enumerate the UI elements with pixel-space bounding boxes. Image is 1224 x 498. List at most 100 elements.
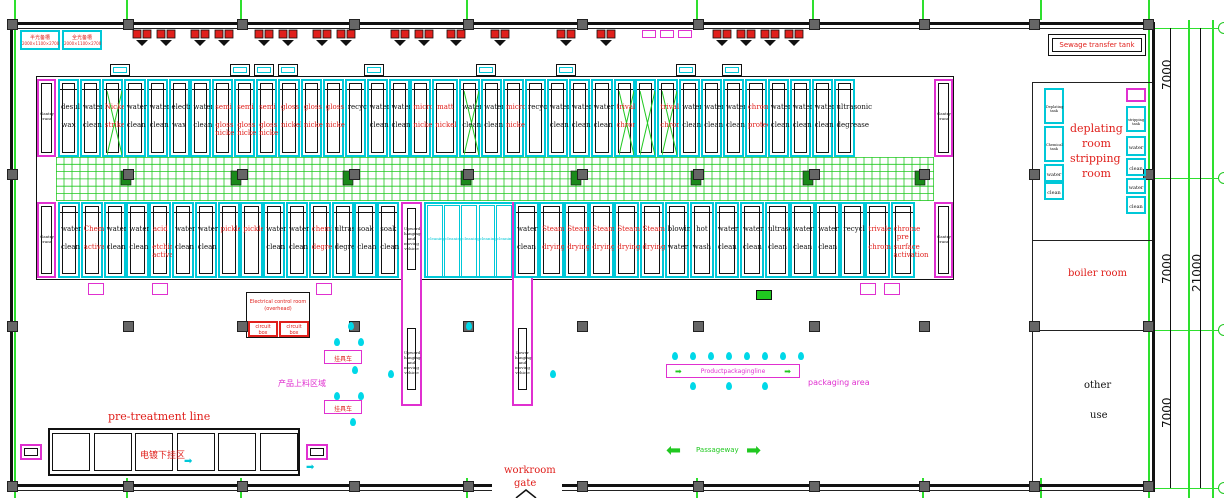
tank-size-plate — [125, 81, 144, 90]
tank-sublabel: clean — [357, 243, 377, 252]
tank-label: water — [792, 102, 814, 111]
structural-column — [1143, 19, 1154, 30]
grid-axis-marker — [1218, 22, 1224, 34]
inner-wall — [1032, 240, 1152, 241]
operator-marker — [762, 382, 768, 390]
pump-icon — [784, 29, 804, 46]
tank-inner — [260, 83, 274, 153]
tank-sublabel: activation — [83, 243, 119, 252]
inner-wall — [1032, 82, 1033, 490]
spare-tank-size: 2000×1100×2700 — [64, 41, 102, 46]
structural-column — [123, 481, 134, 492]
tank-label: water — [193, 102, 214, 111]
tank-inner — [617, 83, 631, 153]
tank-label: water — [682, 102, 703, 111]
header-inner — [679, 67, 693, 73]
tank-sublabel: drying — [592, 243, 616, 252]
structural-column — [1029, 321, 1040, 332]
tank-inner — [748, 83, 763, 153]
tank-inner — [550, 83, 564, 153]
tank-inner — [348, 83, 362, 153]
tank-label: ultrasonic — [334, 225, 371, 234]
tank-size-plate — [505, 81, 522, 90]
gate-triangle-icon — [515, 489, 537, 498]
tank-size-plate — [288, 204, 307, 213]
outer-wall — [10, 490, 492, 491]
tank-label: trivalent — [616, 102, 647, 111]
tank-inner — [370, 83, 384, 153]
electrical-room-label: Electrical control room — [249, 299, 307, 305]
tank-label: water — [814, 102, 836, 111]
grid-line — [1040, 478, 1042, 498]
tank-size-plate — [379, 204, 398, 213]
tank-label: Steam — [617, 225, 640, 234]
tank-inner — [485, 83, 499, 153]
tank-sublabel: drying — [542, 243, 566, 252]
tank-size-plate — [741, 204, 763, 213]
tank-label: recycle — [843, 225, 869, 234]
tank-size-plate — [769, 81, 787, 90]
stripping-room-label: stripping — [1070, 152, 1121, 165]
tank-sublabel: clean — [742, 243, 762, 252]
passageway-arrow-left-icon: ⬅ — [666, 440, 682, 461]
grid-axis-marker — [1218, 482, 1224, 494]
loading-area-label: 产品上料区域 — [278, 379, 326, 388]
tank-size-plate — [412, 81, 430, 90]
structural-column — [919, 481, 930, 492]
tank-sublabel: clean — [517, 243, 536, 252]
top_row-tank: microporousnickel — [410, 79, 458, 157]
green-pump-icon — [756, 290, 772, 300]
tank-label: water — [717, 225, 739, 234]
tank-inner — [643, 206, 660, 274]
tank-label: blowing — [667, 225, 696, 234]
cleaning-tank: cleaning — [461, 205, 480, 277]
structural-column — [577, 481, 588, 492]
tank-inner — [282, 83, 296, 153]
grid-line — [812, 0, 814, 20]
tank-size-plate — [302, 81, 320, 90]
pretreatment-crane-left — [20, 444, 42, 460]
tank-sublabel: nickel — [506, 120, 528, 129]
spare-tank-semi: 半光备槽 2000×1100×2700 — [20, 30, 60, 50]
bottom_row-tank: recycle — [840, 202, 869, 278]
tank-cross-mark — [662, 91, 678, 155]
tank-header-plate — [278, 64, 298, 76]
tank-size-plate — [892, 204, 913, 213]
tank-label: chemical — [311, 225, 344, 234]
top_row-tank: microporousnickel — [503, 79, 551, 157]
cleaning-tank-label: cleaning — [445, 236, 463, 241]
tank-sublabel: nickel — [413, 120, 435, 129]
pump-icon — [214, 29, 234, 46]
sewage-label: Sewage transfer tank — [1059, 41, 1135, 49]
tank-size-plate — [170, 81, 188, 90]
tank-inner — [543, 206, 560, 274]
header-inner — [257, 67, 271, 73]
tank-size-plate — [103, 81, 121, 90]
spare-tank-label: 全光备槽 — [71, 35, 92, 41]
pretreatment-tank — [93, 433, 132, 471]
tank-header-plate — [230, 64, 250, 76]
tank-sublabel: clean — [462, 120, 482, 129]
tank-label: water — [571, 102, 593, 111]
structural-column — [123, 19, 134, 30]
tank-size-plate — [236, 81, 254, 90]
inner-wall — [1032, 330, 1152, 331]
tank-label: water — [106, 225, 128, 234]
deplating-tank: water — [1126, 178, 1146, 194]
tank-label: trivalent — [660, 102, 691, 111]
tank-sublabel: nickel — [303, 120, 326, 129]
tank-inner — [105, 83, 119, 153]
outer-wall — [562, 484, 1154, 487]
grid-line — [696, 0, 698, 20]
